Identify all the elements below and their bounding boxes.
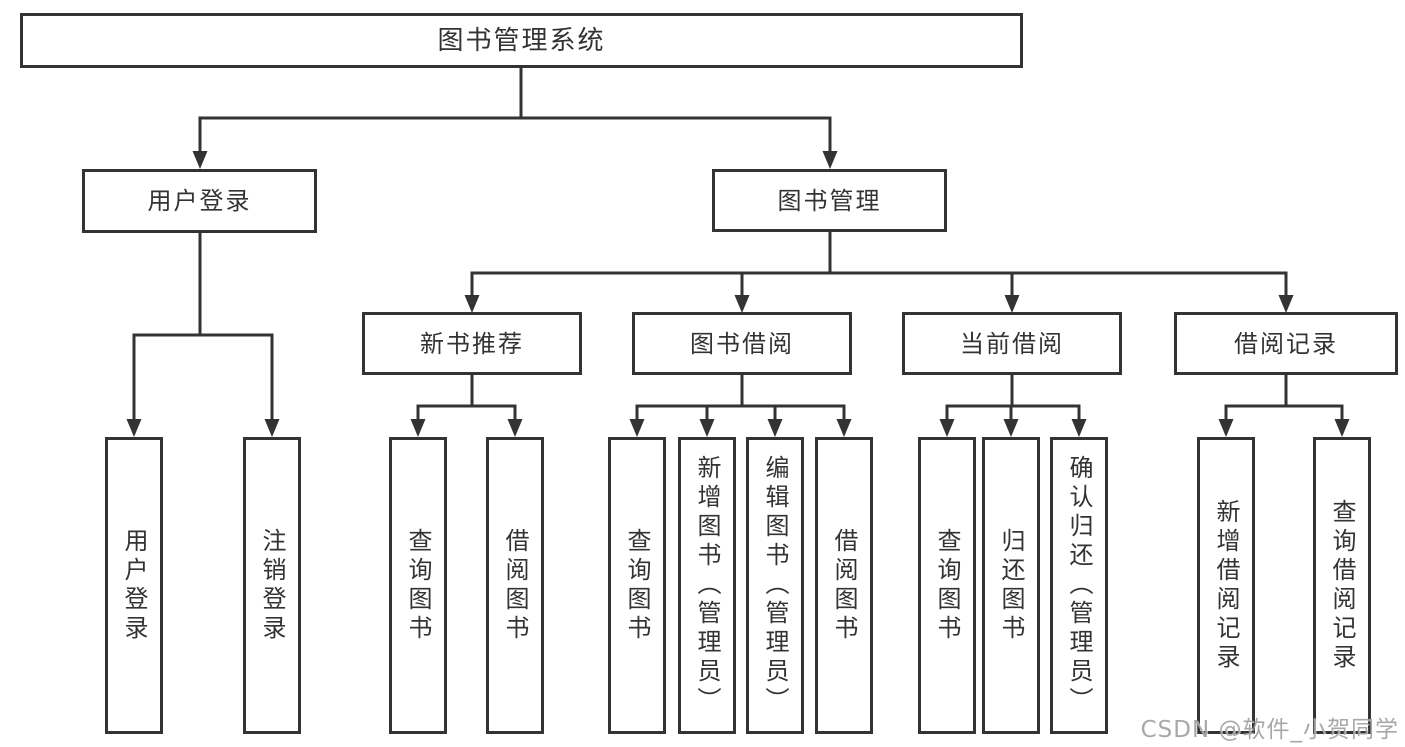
node-label: 确认归还（管理员） [1065, 455, 1093, 716]
leaf-add-book-admin: 新增图书（管理员） [678, 437, 736, 734]
node-book-borrowing: 图书借阅 [632, 312, 852, 375]
connector-current-to-leaves [945, 375, 1081, 422]
node-label: 图书管理系统 [437, 25, 606, 56]
arrowhead-icon [1004, 295, 1020, 313]
node-system-root: 图书管理系统 [20, 13, 1023, 68]
arrowhead-icon [192, 151, 208, 169]
node-label: 用户登录 [120, 527, 148, 644]
node-label: 查询图书 [404, 527, 432, 644]
node-book-management: 图书管理 [712, 169, 947, 232]
node-label: 当前借阅 [960, 329, 1064, 358]
node-label: 查询图书 [933, 527, 961, 644]
leaf-confirm-return-admin: 确认归还（管理员） [1050, 437, 1108, 734]
node-current-borrowing: 当前借阅 [902, 312, 1122, 375]
connector-records-to-leaves [1224, 375, 1344, 422]
node-label: 查询借阅记录 [1328, 498, 1356, 673]
leaf-borrow-books-newrec: 借阅图书 [486, 437, 544, 734]
node-label: 借阅图书 [501, 527, 529, 644]
arrowhead-icon [629, 419, 645, 437]
arrowhead-icon [939, 419, 955, 437]
arrowhead-icon [507, 419, 523, 437]
node-label: 用户登录 [147, 187, 252, 215]
arrowhead-icon [1003, 419, 1019, 437]
arrowhead-icon [822, 151, 838, 169]
leaf-logout: 注销登录 [243, 437, 301, 734]
arrowhead-icon [1218, 419, 1234, 437]
arrowhead-icon [1334, 419, 1350, 437]
arrowhead-icon [767, 419, 783, 437]
arrowhead-icon [699, 419, 715, 437]
leaf-edit-book-admin: 编辑图书（管理员） [746, 437, 804, 734]
node-new-book-recommend: 新书推荐 [362, 312, 582, 375]
arrowhead-icon [734, 295, 750, 313]
node-label: 归还图书 [997, 527, 1025, 644]
node-label: 借阅记录 [1234, 329, 1338, 358]
connector-root-to-level1 [198, 68, 832, 153]
connector-bookmgmt-to-level2 [470, 232, 1288, 298]
arrowhead-icon [126, 419, 142, 437]
leaf-query-borrow-record: 查询借阅记录 [1313, 437, 1371, 734]
connector-userlogin-to-leaves [132, 233, 274, 422]
node-label: 图书借阅 [690, 329, 794, 358]
node-borrow-records: 借阅记录 [1174, 312, 1398, 375]
node-label: 注销登录 [258, 527, 286, 644]
node-label: 新增图书（管理员） [693, 455, 721, 716]
node-label: 新增借阅记录 [1212, 498, 1240, 673]
leaf-borrow-books-borrowing: 借阅图书 [815, 437, 873, 734]
leaf-query-books-borrowing: 查询图书 [608, 437, 666, 734]
leaf-return-book: 归还图书 [982, 437, 1040, 734]
leaf-user-login: 用户登录 [105, 437, 163, 734]
arrowhead-icon [464, 295, 480, 313]
csdn-watermark: CSDN @软件_小贺同学 [1140, 717, 1399, 743]
node-label: 编辑图书（管理员） [761, 455, 789, 716]
node-label: 查询图书 [623, 527, 651, 644]
arrowhead-icon [264, 419, 280, 437]
arrowhead-icon [410, 419, 426, 437]
node-user-login: 用户登录 [82, 169, 317, 233]
arrowhead-icon [1278, 295, 1294, 313]
leaf-query-books-current: 查询图书 [918, 437, 976, 734]
node-label: 新书推荐 [420, 329, 524, 358]
node-label: 借阅图书 [830, 527, 858, 644]
node-label: 图书管理 [777, 186, 882, 215]
arrowhead-icon [836, 419, 852, 437]
leaf-query-books-newrec: 查询图书 [389, 437, 447, 734]
connector-borrow-to-leaves [635, 375, 846, 422]
arrowhead-icon [1071, 419, 1087, 437]
connector-newrec-to-leaves [416, 375, 517, 422]
leaf-add-borrow-record: 新增借阅记录 [1197, 437, 1255, 734]
